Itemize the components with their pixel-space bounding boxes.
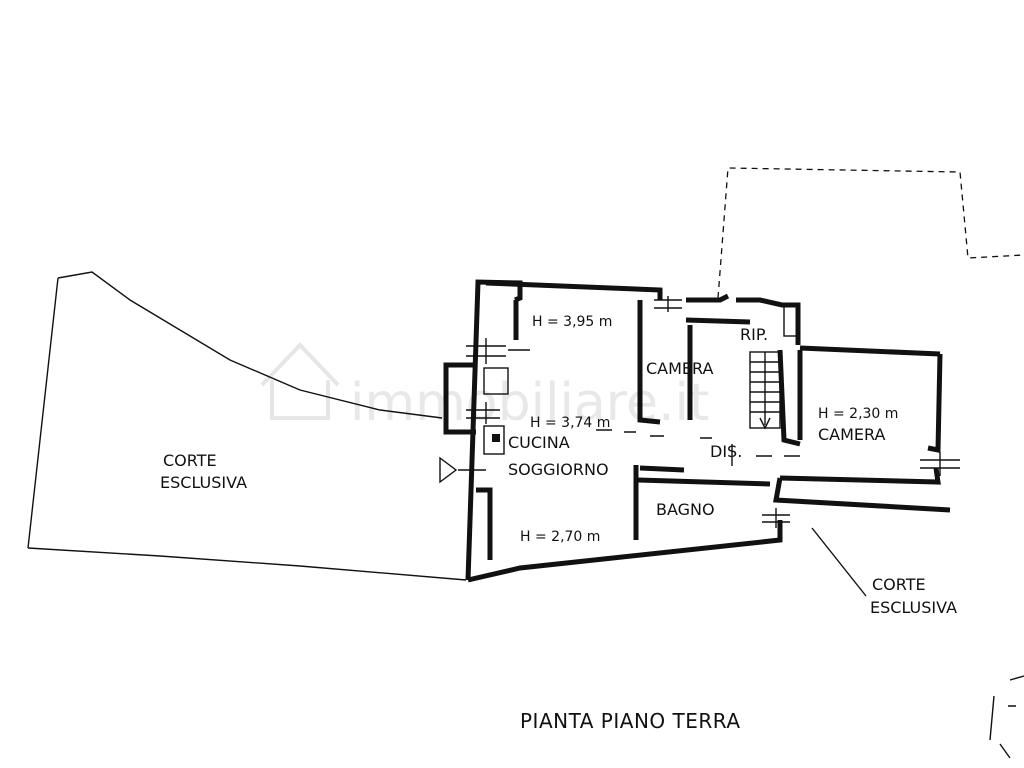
plan-title: PIANTA PIANO TERRA	[520, 709, 741, 733]
room-cucina: CUCINA	[508, 433, 570, 452]
corte-left-label-2: ESCLUSIVA	[160, 473, 247, 492]
height-label-2: H = 3,74 m	[530, 415, 610, 431]
corte-right-label-1: CORTE	[872, 575, 926, 594]
room-soggiorno: SOGGIORNO	[508, 460, 609, 479]
entrance-arrow-icon	[439, 456, 486, 484]
room-bagno: BAGNO	[656, 500, 715, 519]
corte-left-label-1: CORTE	[163, 451, 217, 470]
height-label-3: H = 2,70 m	[520, 529, 600, 545]
interior-walls	[513, 300, 803, 540]
left-courtyard-outline	[27, 271, 467, 581]
corner-fragment	[989, 675, 1024, 759]
height-label-4: H = 2,30 m	[818, 406, 898, 422]
corte-callout-line	[811, 527, 867, 597]
corte-right-label-2: ESCLUSIVA	[870, 598, 957, 617]
height-label-1: H = 3,95 m	[532, 314, 612, 330]
room-rip: RIP.	[740, 325, 768, 344]
opening-marks	[466, 296, 960, 528]
neighbour-boundary-dashed	[717, 167, 1024, 299]
staircase	[749, 305, 799, 430]
bay-window	[443, 362, 509, 455]
room-dis: DIS.	[710, 442, 742, 461]
room-camera-2: CAMERA	[818, 425, 886, 444]
room-camera-1: CAMERA	[646, 359, 714, 378]
exterior-walls	[465, 279, 951, 583]
